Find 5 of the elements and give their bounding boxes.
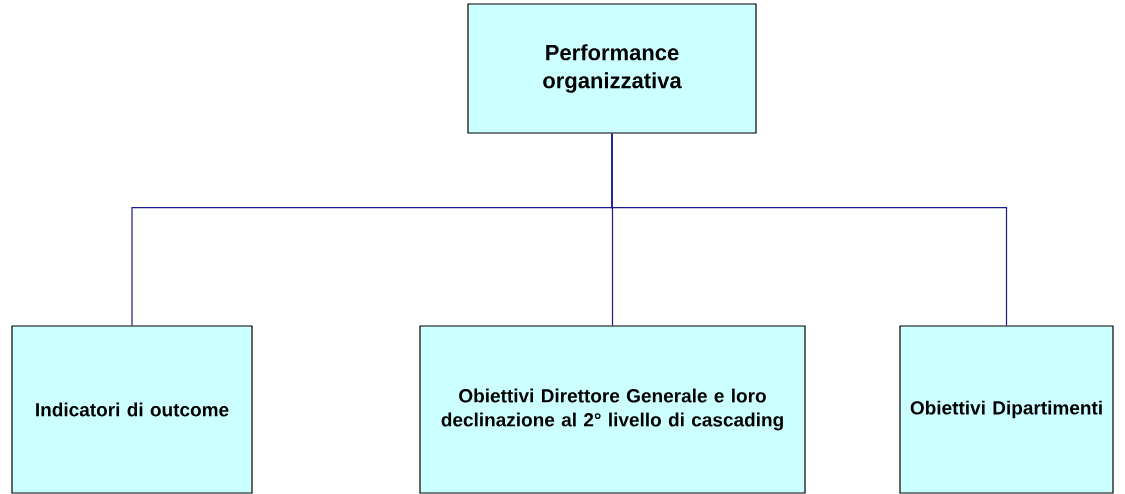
- process-box: Performance organizzativa: [467, 3, 757, 134]
- connector-line: [611, 133, 1008, 326]
- process-box: Indicatori di outcome: [11, 325, 253, 494]
- process-box: Obiettivi Dipartimenti: [899, 325, 1114, 494]
- process-box: Obiettivi Direttore Generale e loro declinazione al 2° livello di cascading: [419, 325, 806, 494]
